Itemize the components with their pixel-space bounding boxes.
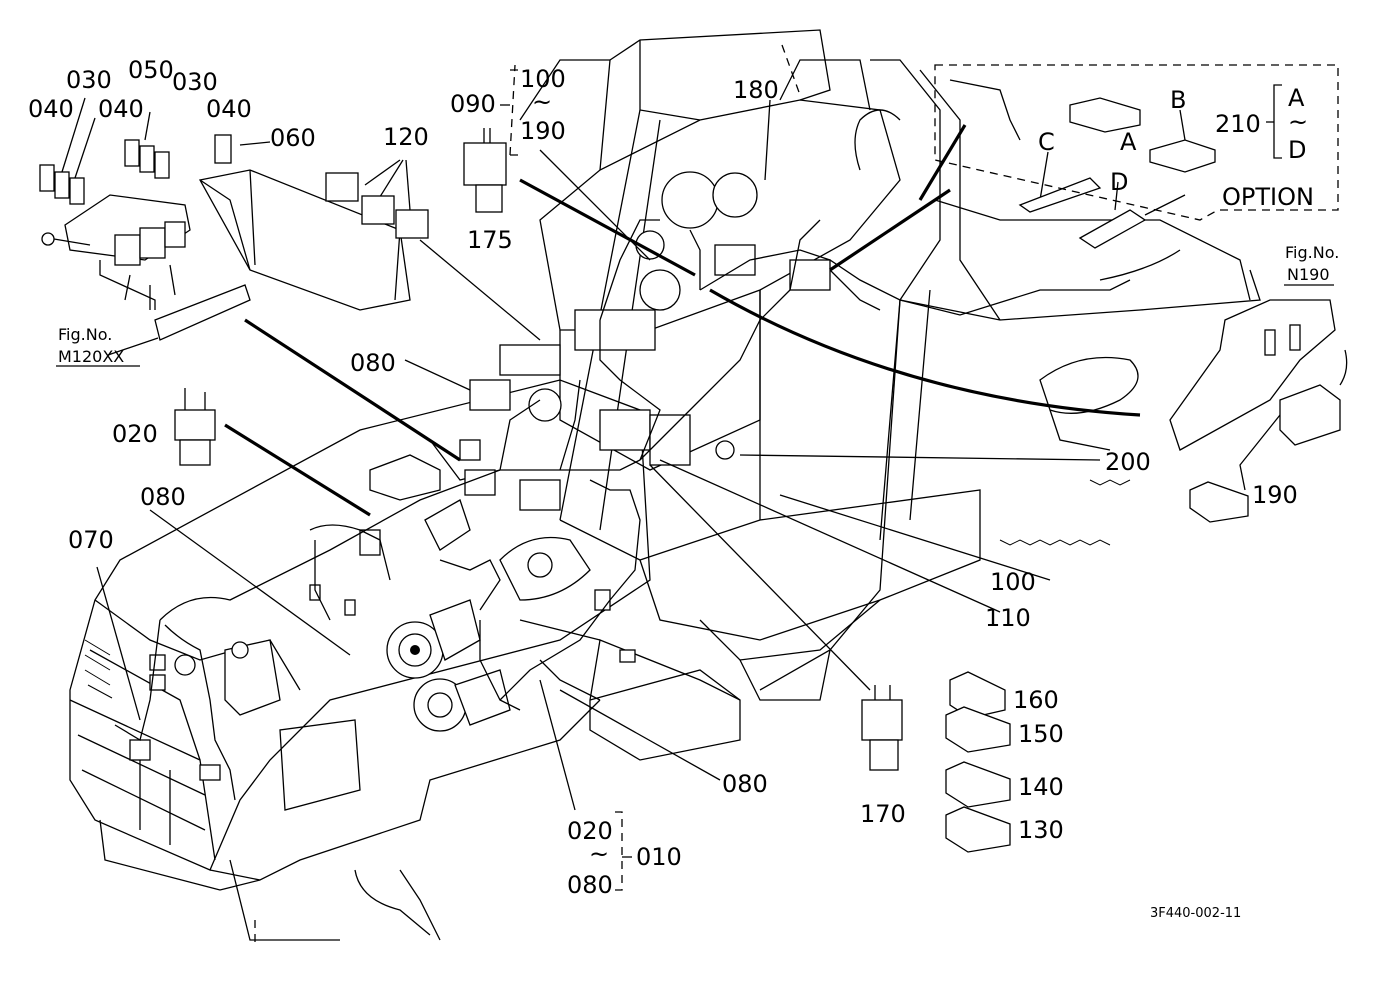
option-letter-a: A: [1120, 128, 1137, 156]
fig-ref-right-line1: Fig.No.: [1285, 243, 1339, 262]
label-100: 100: [990, 568, 1036, 596]
label-080b: 080: [140, 483, 186, 511]
label-190: 190: [1252, 481, 1298, 509]
option-range-tilde: ~: [1288, 108, 1308, 136]
label-060: 060: [270, 124, 316, 152]
label-140: 140: [1018, 773, 1064, 801]
label-120: 120: [383, 123, 429, 151]
fuse-relay-group-topleft: [39, 134, 251, 341]
relay-020: [174, 388, 216, 466]
label-200: 200: [1105, 448, 1151, 476]
leader-lines-bold: [224, 124, 1141, 517]
label-010-tilde: ~: [589, 840, 609, 868]
fig-ref-left-line1: Fig.No.: [58, 325, 112, 344]
option-range-top: A: [1288, 84, 1305, 112]
option-parts: [949, 79, 1216, 249]
option-box-outline: [254, 44, 1339, 945]
label-030a: 030: [66, 66, 112, 94]
label-040c: 040: [206, 95, 252, 123]
label-080c: 080: [722, 770, 768, 798]
label-070: 070: [68, 526, 114, 554]
label-010-to: 080: [567, 871, 613, 899]
fuse-190-and-bracket: [1169, 299, 1348, 523]
label-010: 010: [636, 843, 682, 871]
label-030b: 030: [172, 68, 218, 96]
label-170: 170: [860, 800, 906, 828]
label-110: 110: [985, 604, 1031, 632]
label-090-from: 100: [520, 65, 566, 93]
label-090-to: 190: [520, 117, 566, 145]
label-180: 180: [733, 76, 779, 104]
label-150: 150: [1018, 720, 1064, 748]
labels: 040 030 040 050 030 040 060 Fig.No. M120…: [28, 56, 1339, 921]
wiring-harness: [114, 219, 1181, 801]
label-020: 020: [112, 420, 158, 448]
option-letter-c: C: [1038, 128, 1055, 156]
label-090-tilde: ~: [532, 88, 552, 116]
label-090: 090: [450, 90, 496, 118]
relays-120: [325, 172, 429, 239]
relay-175: [463, 128, 507, 213]
label-130: 130: [1018, 816, 1064, 844]
drawing-code: 3F440-002-11: [1150, 906, 1241, 921]
fig-ref-right-line2: N190: [1287, 265, 1330, 284]
fig-ref-left-line2: M120XX: [58, 347, 124, 366]
option-title: OPTION: [1222, 183, 1314, 211]
fuses-130-160: [945, 671, 1011, 853]
machine-body-drawing: [69, 29, 1261, 941]
label-080a: 080: [350, 349, 396, 377]
relay-170: [861, 685, 903, 771]
range-brackets: [500, 69, 1282, 891]
option-ref-210: 210: [1215, 110, 1261, 138]
label-175: 175: [467, 226, 513, 254]
engine-components: [129, 171, 831, 781]
label-160: 160: [1013, 686, 1059, 714]
leader-lines-thin: [61, 97, 1281, 811]
label-040a: 040: [28, 95, 74, 123]
label-050: 050: [128, 56, 174, 84]
option-letter-d: D: [1110, 168, 1128, 196]
label-040b: 040: [98, 95, 144, 123]
label-010-from: 020: [567, 817, 613, 845]
option-letter-b: B: [1170, 86, 1186, 114]
option-range-bottom: D: [1288, 136, 1306, 164]
